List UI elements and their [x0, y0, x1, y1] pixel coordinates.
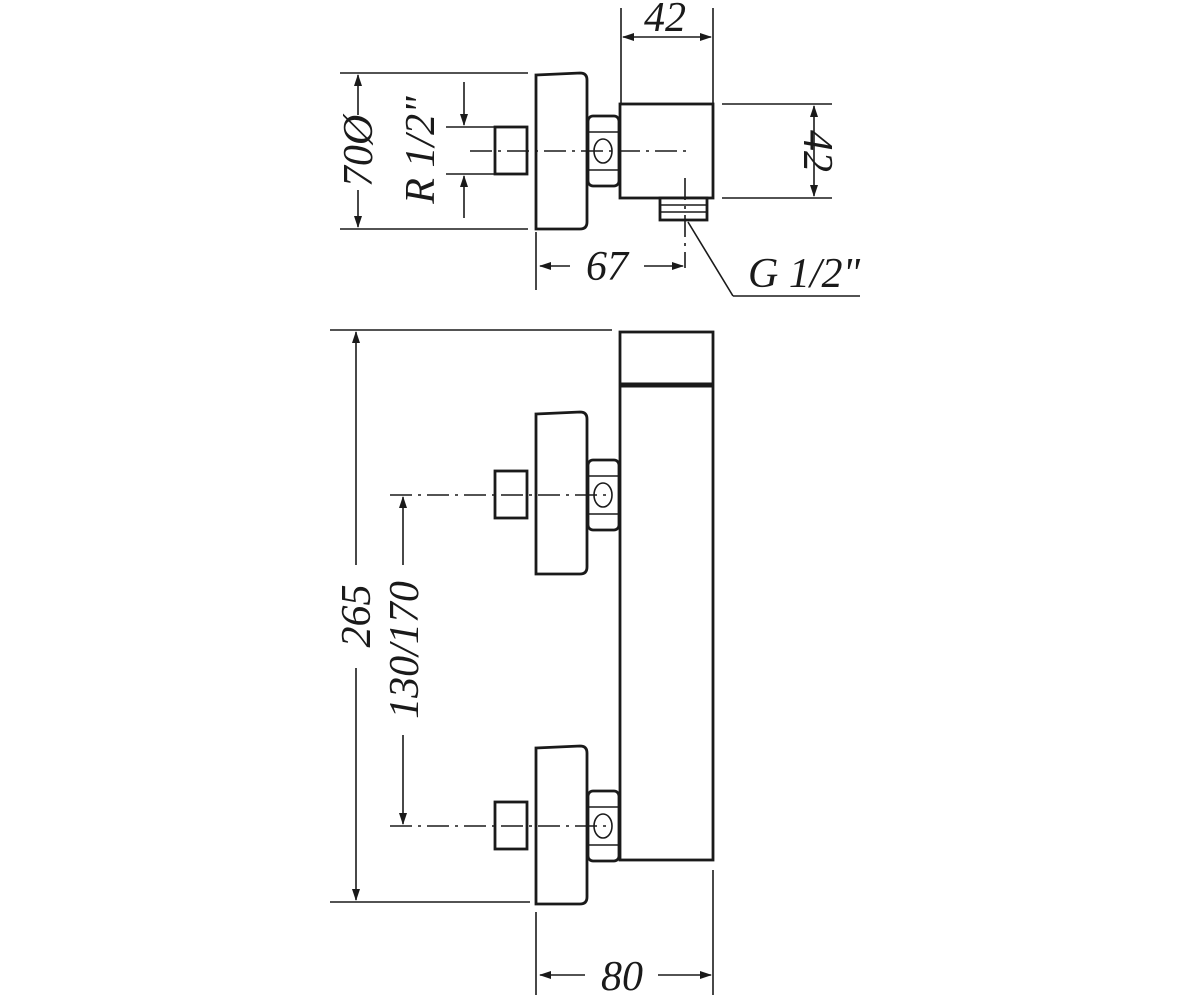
dim-top-width-label: 42 — [644, 0, 686, 41]
top-outlet-connector — [658, 196, 709, 222]
dim-projection-label: 67 — [586, 244, 630, 290]
dim-overall-height-label: 265 — [334, 585, 380, 648]
dim-outlet-thread: G 1/2" — [687, 221, 861, 297]
front-view: 265 130/170 80 — [330, 329, 715, 1000]
dim-overall-height: 265 — [330, 329, 612, 903]
dim-top-height: 42 — [722, 103, 840, 199]
front-upper-flange — [534, 410, 589, 576]
dim-inlet-thread-label: R 1/2" — [398, 96, 444, 205]
dim-top-height-label: 42 — [794, 130, 840, 172]
dim-inlet-thread: R 1/2" — [398, 82, 495, 218]
dim-outlet-thread-label: G 1/2" — [748, 251, 861, 297]
front-body — [618, 330, 715, 862]
top-view: 42 42 70Ø R 1/2" — [336, 0, 861, 297]
dim-projection: 67 — [535, 232, 684, 290]
dim-overall-depth-label: 80 — [601, 954, 643, 1000]
dim-diameter-label: 70Ø — [336, 113, 382, 187]
dim-inlet-spacing-label: 130/170 — [382, 581, 428, 719]
dim-diameter: 70Ø — [336, 72, 528, 230]
dim-inlet-spacing: 130/170 — [382, 496, 428, 825]
front-lower-flange — [534, 744, 589, 906]
dim-top-width: 42 — [620, 0, 714, 104]
dim-overall-depth: 80 — [535, 870, 714, 1000]
